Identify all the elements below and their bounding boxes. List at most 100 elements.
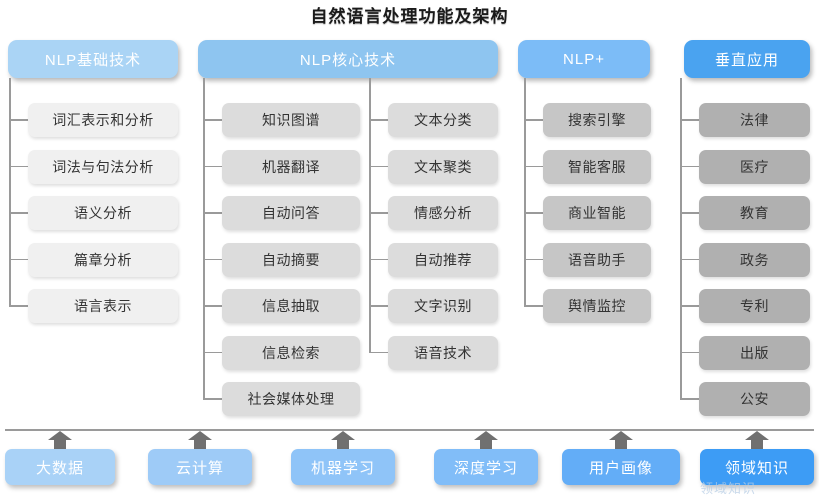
branch-line [9,258,28,261]
branch-line [680,305,699,307]
leaf-item-nlp-core-left-6[interactable]: 社会媒体处理 [222,382,360,416]
trunk-line-nlp-basic [9,78,11,306]
leaf-item-nlp-basic-3[interactable]: 篇章分析 [28,242,178,277]
leaf-item-nlp-core-right-0[interactable]: 文本分类 [388,103,498,137]
group-header-label: 垂直应用 [714,51,779,69]
group-header-nlp-basic[interactable]: NLP基础技术 [8,40,178,78]
up-arrow-icon [47,431,73,449]
leaf-item-nlp-basic-1[interactable]: 词法与句法分析 [28,149,178,184]
leaf-item-vertical-app-5[interactable]: 出版 [699,335,810,370]
leaf-item-label: 智能客服 [568,158,626,175]
leaf-item-nlp-core-left-3[interactable]: 自动摘要 [222,242,360,277]
leaf-item-nlp-core-left-1[interactable]: 机器翻译 [222,149,360,184]
leaf-item-label: 教育 [740,205,769,221]
branch-line [369,165,388,168]
branch-line [369,351,388,354]
leaf-item-label: 语音技术 [414,344,472,361]
leaf-item-label: 政务 [740,251,769,268]
branch-line [369,119,388,121]
branch-line [524,258,543,261]
foundation-item-label: 机器学习 [310,459,375,477]
leaf-item-nlp-basic-0[interactable]: 词汇表示和分析 [28,103,178,137]
leaf-item-nlp-core-right-4[interactable]: 文字识别 [388,289,498,323]
leaf-item-label: 语音助手 [568,251,626,268]
leaf-item-nlp-plus-2[interactable]: 商业智能 [543,196,651,230]
leaf-item-nlp-core-left-4[interactable]: 信息抽取 [222,289,360,323]
branch-line [680,119,699,121]
up-arrow-icon [187,431,213,449]
leaf-item-label: 自动推荐 [414,251,472,268]
foundation-item-3[interactable]: 深度学习 [434,449,538,485]
leaf-item-label: 词法与句法分析 [52,158,154,175]
group-header-label: NLP核心技术 [299,51,397,69]
leaf-item-nlp-plus-4[interactable]: 舆情监控 [543,289,651,323]
leaf-item-vertical-app-6[interactable]: 公安 [699,382,810,416]
leaf-item-label: 词汇表示和分析 [52,112,154,128]
foundation-item-0[interactable]: 大数据 [5,449,115,485]
leaf-item-label: 搜索引擎 [568,112,626,128]
leaf-item-vertical-app-4[interactable]: 专利 [699,289,810,323]
watermark-text: 领域知识 [700,481,757,496]
branch-line [203,119,222,121]
leaf-item-label: 情感分析 [414,205,472,221]
foundation-item-label: 大数据 [35,459,84,477]
foundation-item-1[interactable]: 云计算 [148,449,252,485]
leaf-item-label: 信息抽取 [262,298,320,314]
leaf-item-nlp-basic-4[interactable]: 语言表示 [28,289,178,323]
group-header-nlp-core[interactable]: NLP核心技术 [198,40,498,78]
foundation-item-2[interactable]: 机器学习 [291,449,395,485]
leaf-item-label: 商业智能 [568,205,626,221]
branch-line [203,165,222,168]
branch-line [9,305,28,307]
leaf-item-vertical-app-0[interactable]: 法律 [699,103,810,137]
leaf-item-label: 舆情监控 [568,298,626,314]
leaf-item-label: 专利 [740,298,769,314]
leaf-item-label: 知识图谱 [262,112,320,128]
trunk-line-nlp-core-right [369,78,371,353]
branch-line [9,165,28,168]
leaf-item-label: 语言表示 [74,298,132,314]
leaf-item-label: 篇章分析 [74,251,132,268]
leaf-item-nlp-basic-2[interactable]: 语义分析 [28,196,178,230]
foundation-item-label: 云计算 [175,459,224,477]
branch-line [680,258,699,261]
branch-line [680,212,699,214]
leaf-item-nlp-core-left-0[interactable]: 知识图谱 [222,103,360,137]
foundation-item-label: 深度学习 [453,459,518,477]
up-arrow-icon [330,431,356,449]
leaf-item-nlp-core-left-5[interactable]: 信息检索 [222,335,360,370]
branch-line [369,258,388,261]
branch-line [680,165,699,168]
foundation-item-label: 领域知识 [724,459,789,477]
leaf-item-vertical-app-2[interactable]: 教育 [699,196,810,230]
leaf-item-nlp-core-right-2[interactable]: 情感分析 [388,196,498,230]
leaf-item-vertical-app-3[interactable]: 政务 [699,242,810,277]
foundation-item-5[interactable]: 领域知识 [700,449,814,485]
trunk-line-nlp-core-left [203,78,205,399]
branch-line [680,398,699,400]
leaf-item-label: 文本分类 [414,112,472,128]
leaf-item-label: 自动摘要 [262,251,320,268]
leaf-item-label: 文字识别 [414,298,472,314]
page-title: 自然语言处理功能及架构 [310,7,509,26]
leaf-item-nlp-plus-3[interactable]: 语音助手 [543,242,651,277]
leaf-item-nlp-plus-0[interactable]: 搜索引擎 [543,103,651,137]
up-arrow-icon [473,431,499,449]
leaf-item-nlp-core-left-2[interactable]: 自动问答 [222,196,360,230]
foundation-item-4[interactable]: 用户画像 [562,449,680,485]
up-arrow-icon [608,431,634,449]
branch-line [203,351,222,354]
leaf-item-vertical-app-1[interactable]: 医疗 [699,149,810,184]
leaf-item-nlp-core-right-5[interactable]: 语音技术 [388,335,498,370]
leaf-item-nlp-core-right-1[interactable]: 文本聚类 [388,149,498,184]
group-header-nlp-plus[interactable]: NLP+ [518,40,650,78]
branch-line [9,119,28,121]
branch-line [203,212,222,214]
branch-line [369,305,388,307]
leaf-item-label: 自动问答 [262,205,320,221]
foundation-item-label: 用户画像 [588,459,653,477]
group-header-vertical-app[interactable]: 垂直应用 [684,40,810,78]
leaf-item-nlp-plus-1[interactable]: 智能客服 [543,149,651,184]
leaf-item-nlp-core-right-3[interactable]: 自动推荐 [388,242,498,277]
branch-line [203,398,222,400]
